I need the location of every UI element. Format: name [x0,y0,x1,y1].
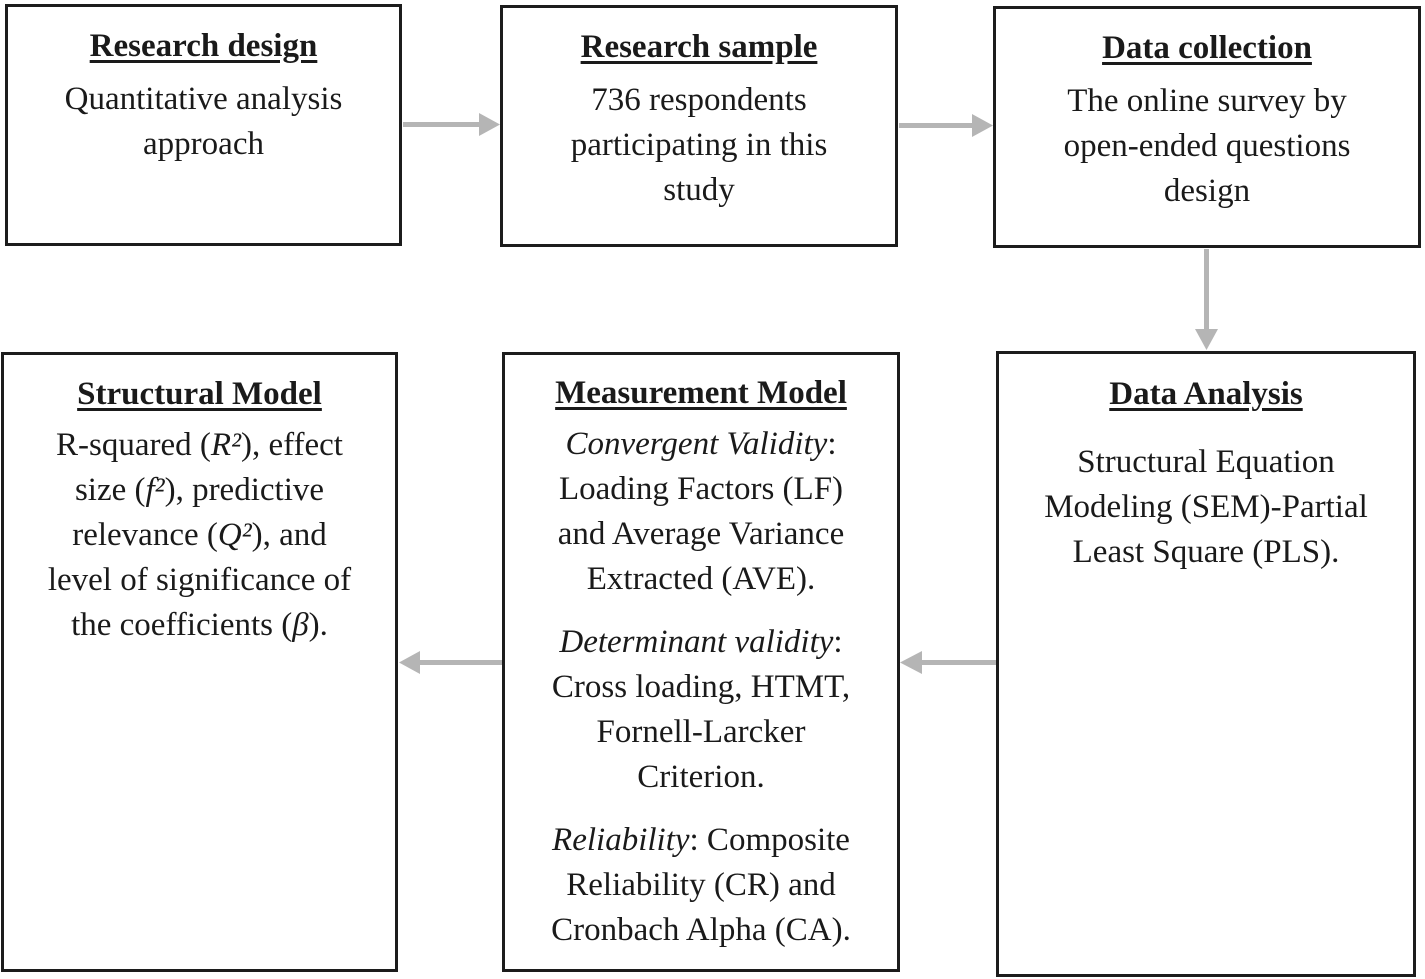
convergent-validity-text: Convergent Validity: Loading Factors (LF… [557,425,845,597]
data-collection-box: Data collection The online survey by ope… [993,6,1421,248]
arrow-sample-to-collection [899,114,993,137]
arrow-design-to-sample [403,113,500,136]
research-sample-text: 736 respondents participating in this st… [570,81,828,208]
data-collection-text: The online survey by open-ended question… [1063,82,1351,209]
research-sample-title: Research sample [580,29,818,65]
determinant-validity-text: Determinant validity: Cross loading, HTM… [551,623,851,795]
structural-model-title: Structural Model [77,376,322,412]
structural-model-text: R-squared (R²), effect size (f²), predic… [47,426,352,643]
measurement-model-title: Measurement Model [555,375,847,411]
arrow-analysis-to-measurement [900,651,996,674]
data-collection-title: Data collection [1102,30,1312,66]
measurement-model-box: Measurement Model Convergent Validity: L… [502,352,900,972]
arrow-measurement-to-structural [399,651,502,674]
research-design-text: Quantitative analysis approach [64,80,343,162]
arrow-collection-to-analysis [1195,249,1218,350]
data-analysis-text: Structural Equation Modeling (SEM)-Parti… [1044,443,1368,570]
research-design-title: Research design [89,28,318,64]
research-sample-box: Research sample 736 respondents particip… [500,5,898,247]
research-design-box: Research design Quantitative analysis ap… [5,4,402,246]
data-analysis-title: Data Analysis [1109,376,1303,412]
structural-model-box: Structural Model R-squared (R²), effect … [1,352,398,972]
data-analysis-box: Data Analysis Structural Equation Modeli… [996,351,1416,977]
reliability-text: Reliability: Composite Reliability (CR) … [551,821,851,948]
